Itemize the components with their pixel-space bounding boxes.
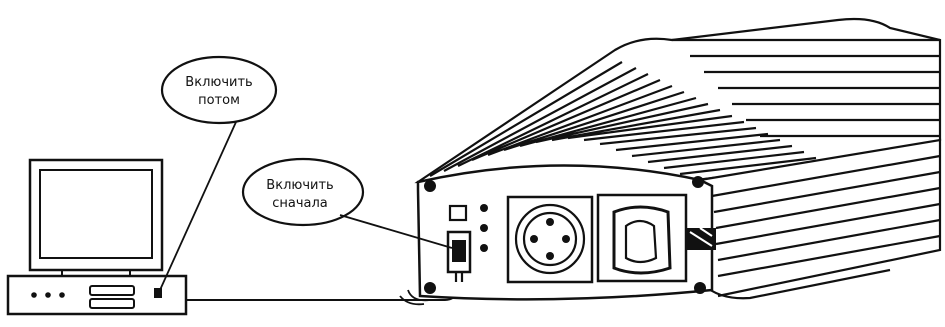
schuko-socket-icon: [508, 197, 592, 282]
monitor: [30, 160, 162, 278]
desktop-case: [8, 276, 186, 314]
leader-line: [160, 122, 236, 290]
callout-text-line1: Включить: [185, 75, 252, 90]
callout-text-line1: Включить: [266, 178, 333, 193]
computer-icon: [8, 160, 186, 314]
power-inverter-icon: [400, 19, 940, 304]
callout-text-line2: сначала: [272, 196, 328, 211]
callout-text-line2: потом: [198, 93, 240, 108]
power-switch-icon: [448, 206, 470, 282]
